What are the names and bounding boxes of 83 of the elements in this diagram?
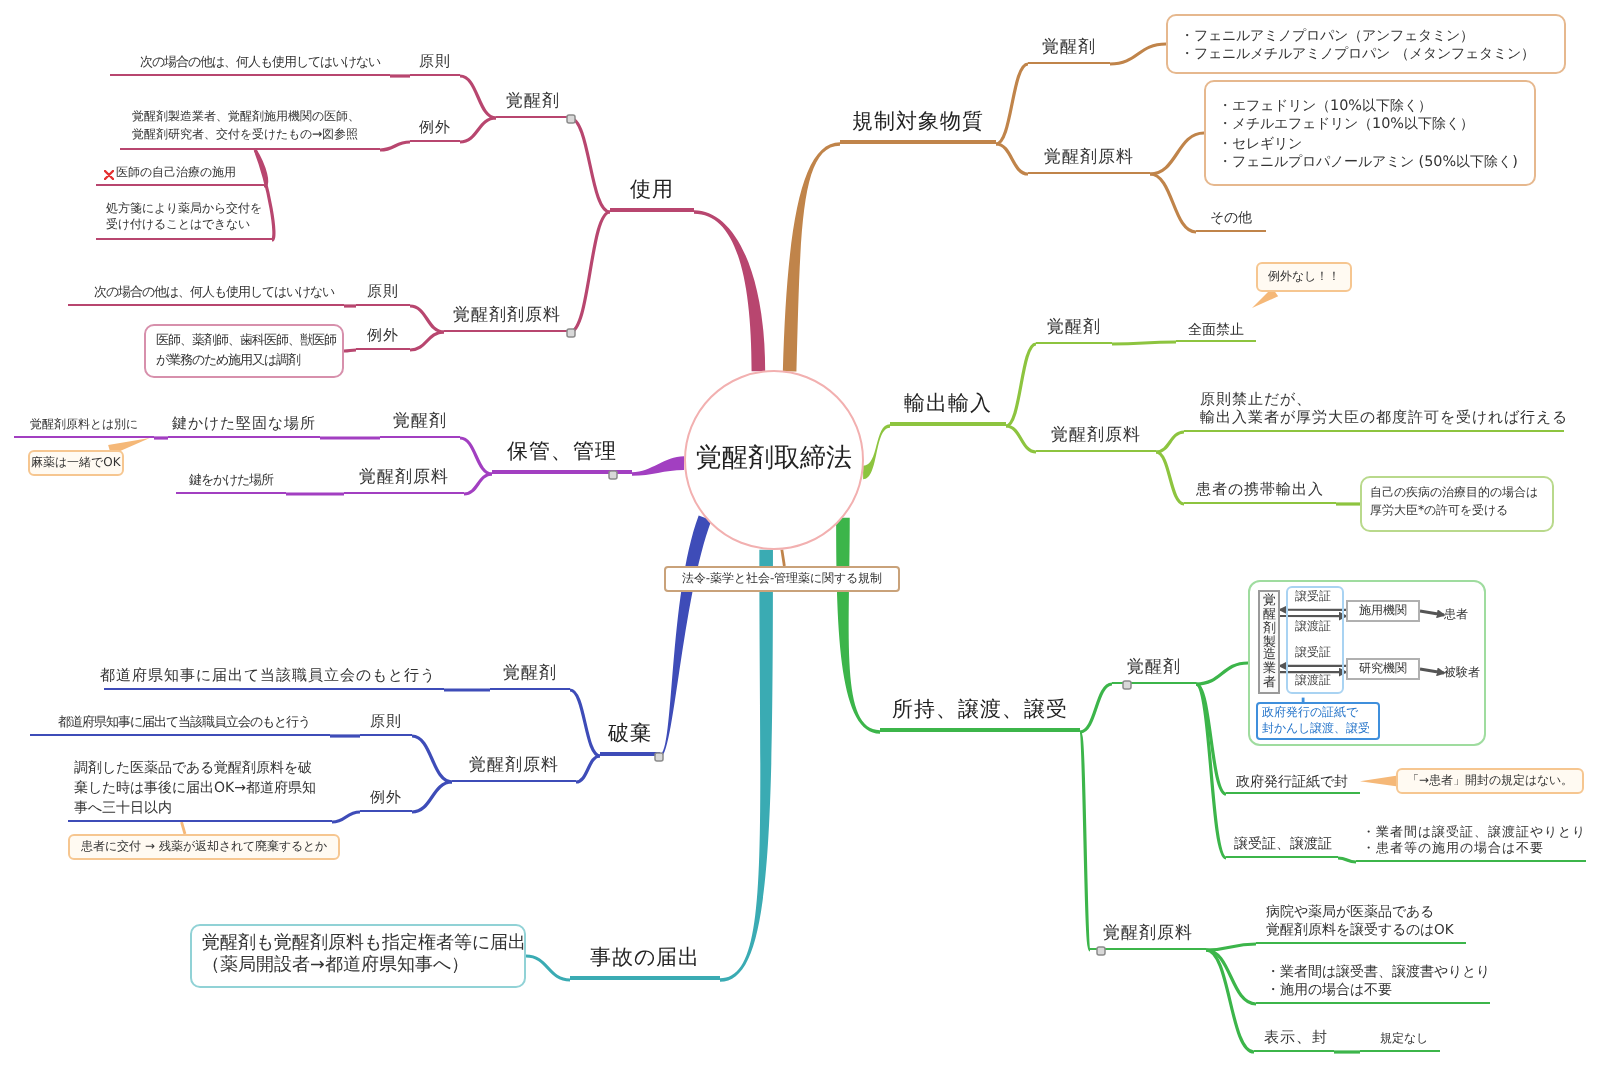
branch-line [390, 74, 410, 78]
arrow [1280, 667, 1348, 677]
branch-line [1337, 856, 1357, 864]
branch-line [459, 436, 493, 476]
branch-line [1005, 342, 1037, 428]
topic-label: 覚醒剤 [1028, 24, 1110, 64]
branch-line [569, 116, 611, 214]
arrow [1278, 661, 1346, 671]
callout-tail [180, 821, 187, 835]
branch-line [411, 780, 453, 814]
branch-line [286, 492, 344, 496]
branch-line [459, 74, 497, 120]
branch-line [1155, 430, 1185, 454]
underlined-topic [96, 160, 264, 186]
main-branch [632, 456, 685, 476]
branch-line [344, 304, 356, 308]
branch-line [1194, 682, 1228, 860]
branch-line [525, 954, 571, 982]
branch-line [411, 734, 453, 784]
branch-line [154, 436, 168, 440]
branch-line [1155, 450, 1185, 506]
branch-line [253, 149, 276, 241]
main-topic: 所持、譲渡、譲受 [880, 690, 1080, 732]
main-branch [694, 210, 766, 372]
branch-line [575, 754, 601, 784]
main-topic: 輸出輸入 [890, 384, 1006, 426]
main-topic: 使用 [610, 170, 694, 212]
branch-line [995, 142, 1029, 176]
branch-line [320, 436, 380, 440]
branch-line [409, 304, 445, 334]
callout-tail [1360, 775, 1396, 787]
branch-line [1005, 424, 1037, 454]
branch-line [444, 688, 490, 692]
topic-label: 覚醒剤原料 [452, 746, 576, 782]
branch-line [1195, 661, 1249, 686]
branch-line [1336, 502, 1360, 506]
branch-line [1205, 948, 1257, 1006]
arrow [1419, 667, 1446, 677]
arrow [1419, 609, 1446, 619]
branch-line [1078, 731, 1092, 951]
branch-line [331, 810, 361, 824]
branch-line [1149, 172, 1197, 234]
note-box [1166, 14, 1566, 74]
branch-line [1334, 1050, 1360, 1054]
callout-bubble [1256, 702, 1380, 740]
topic-label: 覚醒剤 [1036, 310, 1112, 344]
arrow [1278, 605, 1346, 615]
topic-label: 覚醒剤 [490, 652, 570, 690]
branch-line [253, 149, 269, 188]
branch-line [1079, 682, 1113, 734]
topic-label: 覚醒剤 [380, 404, 460, 438]
callout-tail [1252, 287, 1279, 308]
main-topic: 事故の届出 [570, 934, 720, 980]
branch-line [463, 472, 493, 496]
branch-line [330, 734, 360, 738]
branch-line [379, 140, 411, 152]
main-branch [863, 424, 890, 480]
branch-line [569, 688, 601, 758]
central-topic-circle: 覚醒剤取締法 [684, 370, 864, 550]
topic-label: 覚醒剤原料 [1028, 138, 1150, 174]
arrow [1280, 611, 1348, 621]
branch-line [1205, 942, 1257, 952]
note-box [1204, 80, 1536, 186]
branch-line [409, 330, 445, 352]
main-topic: 規制対象物質 [840, 106, 996, 144]
branch-line [1149, 131, 1205, 176]
branch-line [1195, 682, 1227, 796]
branch-line [459, 116, 497, 144]
note-line: （薬局開設者→都道府県知事へ） [202, 956, 471, 979]
callout-tail [1301, 697, 1305, 702]
main-branch [720, 549, 773, 982]
topic-label: 覚醒剤原料 [344, 460, 464, 494]
main-branch [782, 142, 840, 372]
branch-line [569, 210, 611, 334]
note-box [190, 924, 526, 988]
diagram-panel [1248, 580, 1486, 746]
branch-line [1205, 948, 1255, 1054]
branch-line [343, 348, 357, 353]
branch-line [1112, 340, 1176, 346]
branch-line [1109, 42, 1167, 66]
branch-line [995, 62, 1029, 146]
callout-tail [780, 549, 786, 567]
topic-label: 覚醒剤原料 [1036, 416, 1156, 452]
